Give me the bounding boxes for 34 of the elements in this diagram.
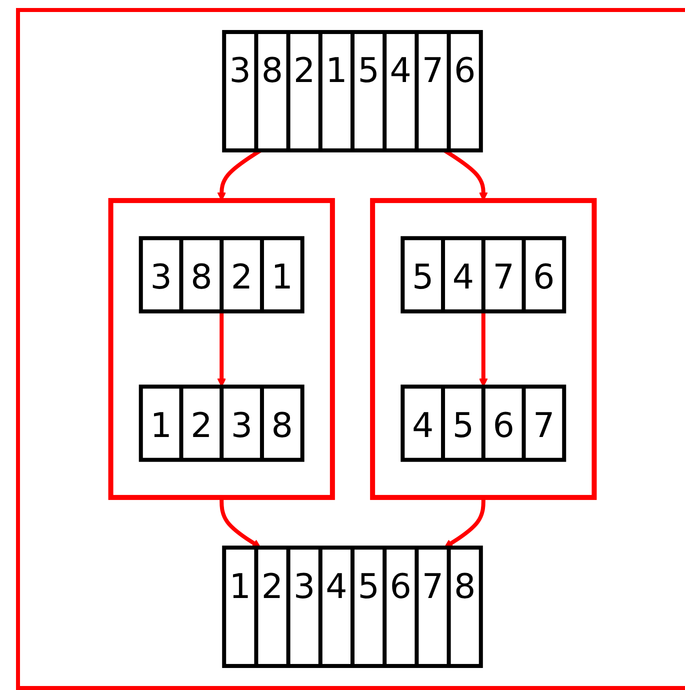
array-digit: 3 xyxy=(292,566,316,609)
array-digit: 5 xyxy=(410,256,435,300)
array-digit: 3 xyxy=(149,256,173,300)
array-digit: 1 xyxy=(228,566,252,609)
cluster xyxy=(370,198,597,500)
array-digit: 2 xyxy=(190,404,214,448)
array-digit: 5 xyxy=(356,566,380,609)
array-digit: 4 xyxy=(324,566,348,609)
array-digit: 6 xyxy=(492,404,516,448)
array-digit: 1 xyxy=(270,256,294,300)
array-digit: 7 xyxy=(492,256,516,300)
array-digit: 1 xyxy=(324,50,348,94)
array-digit: 5 xyxy=(356,50,380,94)
array-digit: 6 xyxy=(388,566,412,609)
array-digit: 6 xyxy=(452,50,477,94)
array-digit: 8 xyxy=(190,256,214,300)
array-digit: 2 xyxy=(230,256,254,300)
array-digit: 7 xyxy=(532,404,556,448)
array-digit: 5 xyxy=(451,404,476,448)
array-digit: 4 xyxy=(410,404,435,448)
array-digit: 7 xyxy=(420,566,445,609)
cluster xyxy=(108,198,335,500)
array-digit: 4 xyxy=(388,50,412,94)
array-digit: 1 xyxy=(149,404,173,448)
array-digit: 4 xyxy=(451,256,476,300)
array-digit: 7 xyxy=(420,50,445,94)
array-digit: 8 xyxy=(452,566,477,609)
array-digit: 2 xyxy=(260,566,284,609)
array-digit: 8 xyxy=(270,404,294,448)
array-digit: 3 xyxy=(230,404,254,448)
array-digit: 8 xyxy=(260,50,284,94)
array-digit: 2 xyxy=(292,50,316,94)
array-digit: 6 xyxy=(532,256,556,300)
array-digit: 3 xyxy=(228,50,252,94)
